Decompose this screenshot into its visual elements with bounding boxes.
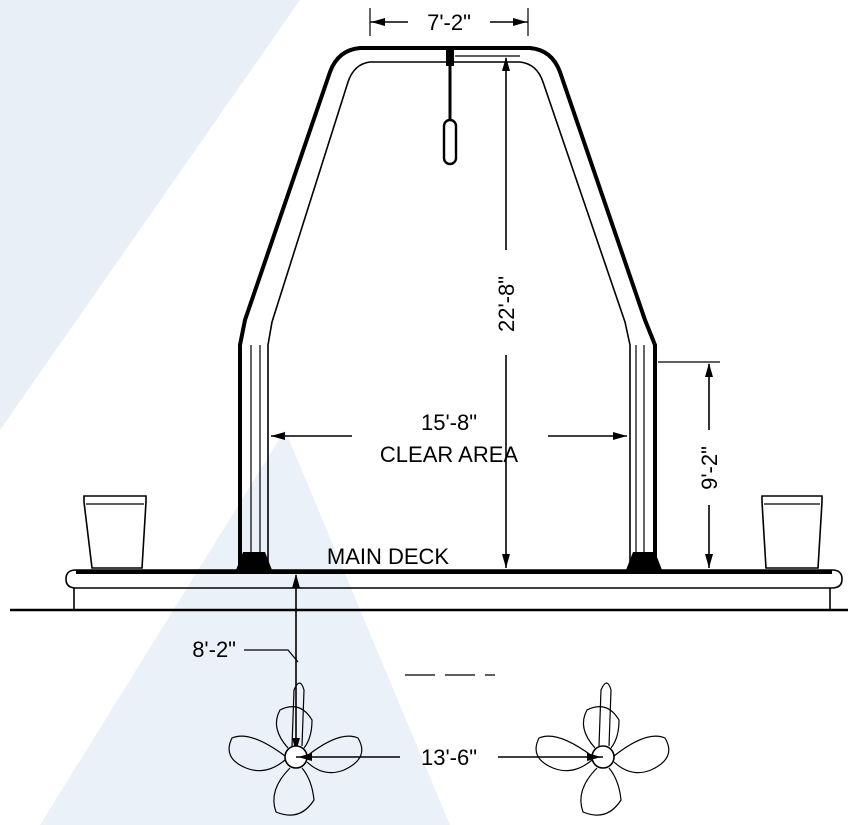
dim-leg-height-label: 9'-2" bbox=[697, 446, 722, 490]
propeller-left bbox=[228, 682, 363, 816]
arrow-depth-top bbox=[292, 574, 300, 588]
dim-top-width-label: 7'-2" bbox=[427, 10, 471, 35]
main-deck-label: MAIN DECK bbox=[327, 544, 450, 569]
deck-rail bbox=[65, 569, 843, 589]
arrow-clear-left bbox=[271, 432, 285, 440]
watermark-shape-left bbox=[0, 0, 300, 430]
a-frame-outer bbox=[238, 46, 657, 568]
bollard-right bbox=[761, 495, 823, 569]
leg-right-base bbox=[626, 552, 662, 570]
dim-height-label: 22'-8" bbox=[494, 276, 519, 332]
arrow-leg-bottom bbox=[705, 554, 713, 568]
arrow-spacing-right bbox=[587, 753, 601, 761]
arrow-top-left bbox=[371, 18, 385, 26]
arrow-clear-right bbox=[613, 432, 627, 440]
arrow-depth-bottom bbox=[292, 738, 300, 752]
dim-prop-spacing-label: 13'-6" bbox=[421, 745, 477, 770]
hook-block bbox=[446, 48, 454, 66]
propeller-right bbox=[535, 682, 670, 816]
arrow-top-right bbox=[513, 18, 527, 26]
dim-prop-depth-label: 8'-2" bbox=[192, 637, 236, 662]
dim-depth-leader bbox=[244, 649, 299, 663]
bollard-left bbox=[83, 495, 147, 569]
dim-clear-width-label: 15'-8" bbox=[421, 410, 477, 435]
arrow-spacing-left bbox=[298, 753, 312, 761]
leg-left-base bbox=[236, 552, 272, 570]
a-frame-inner bbox=[267, 61, 631, 568]
arrow-height-top bbox=[502, 57, 510, 71]
clear-area-label: CLEAR AREA bbox=[380, 442, 518, 467]
arrow-height-bottom bbox=[502, 554, 510, 568]
arrow-leg-top bbox=[705, 363, 713, 377]
hook-body bbox=[442, 118, 458, 166]
watermark-shape-bottom bbox=[40, 430, 450, 825]
